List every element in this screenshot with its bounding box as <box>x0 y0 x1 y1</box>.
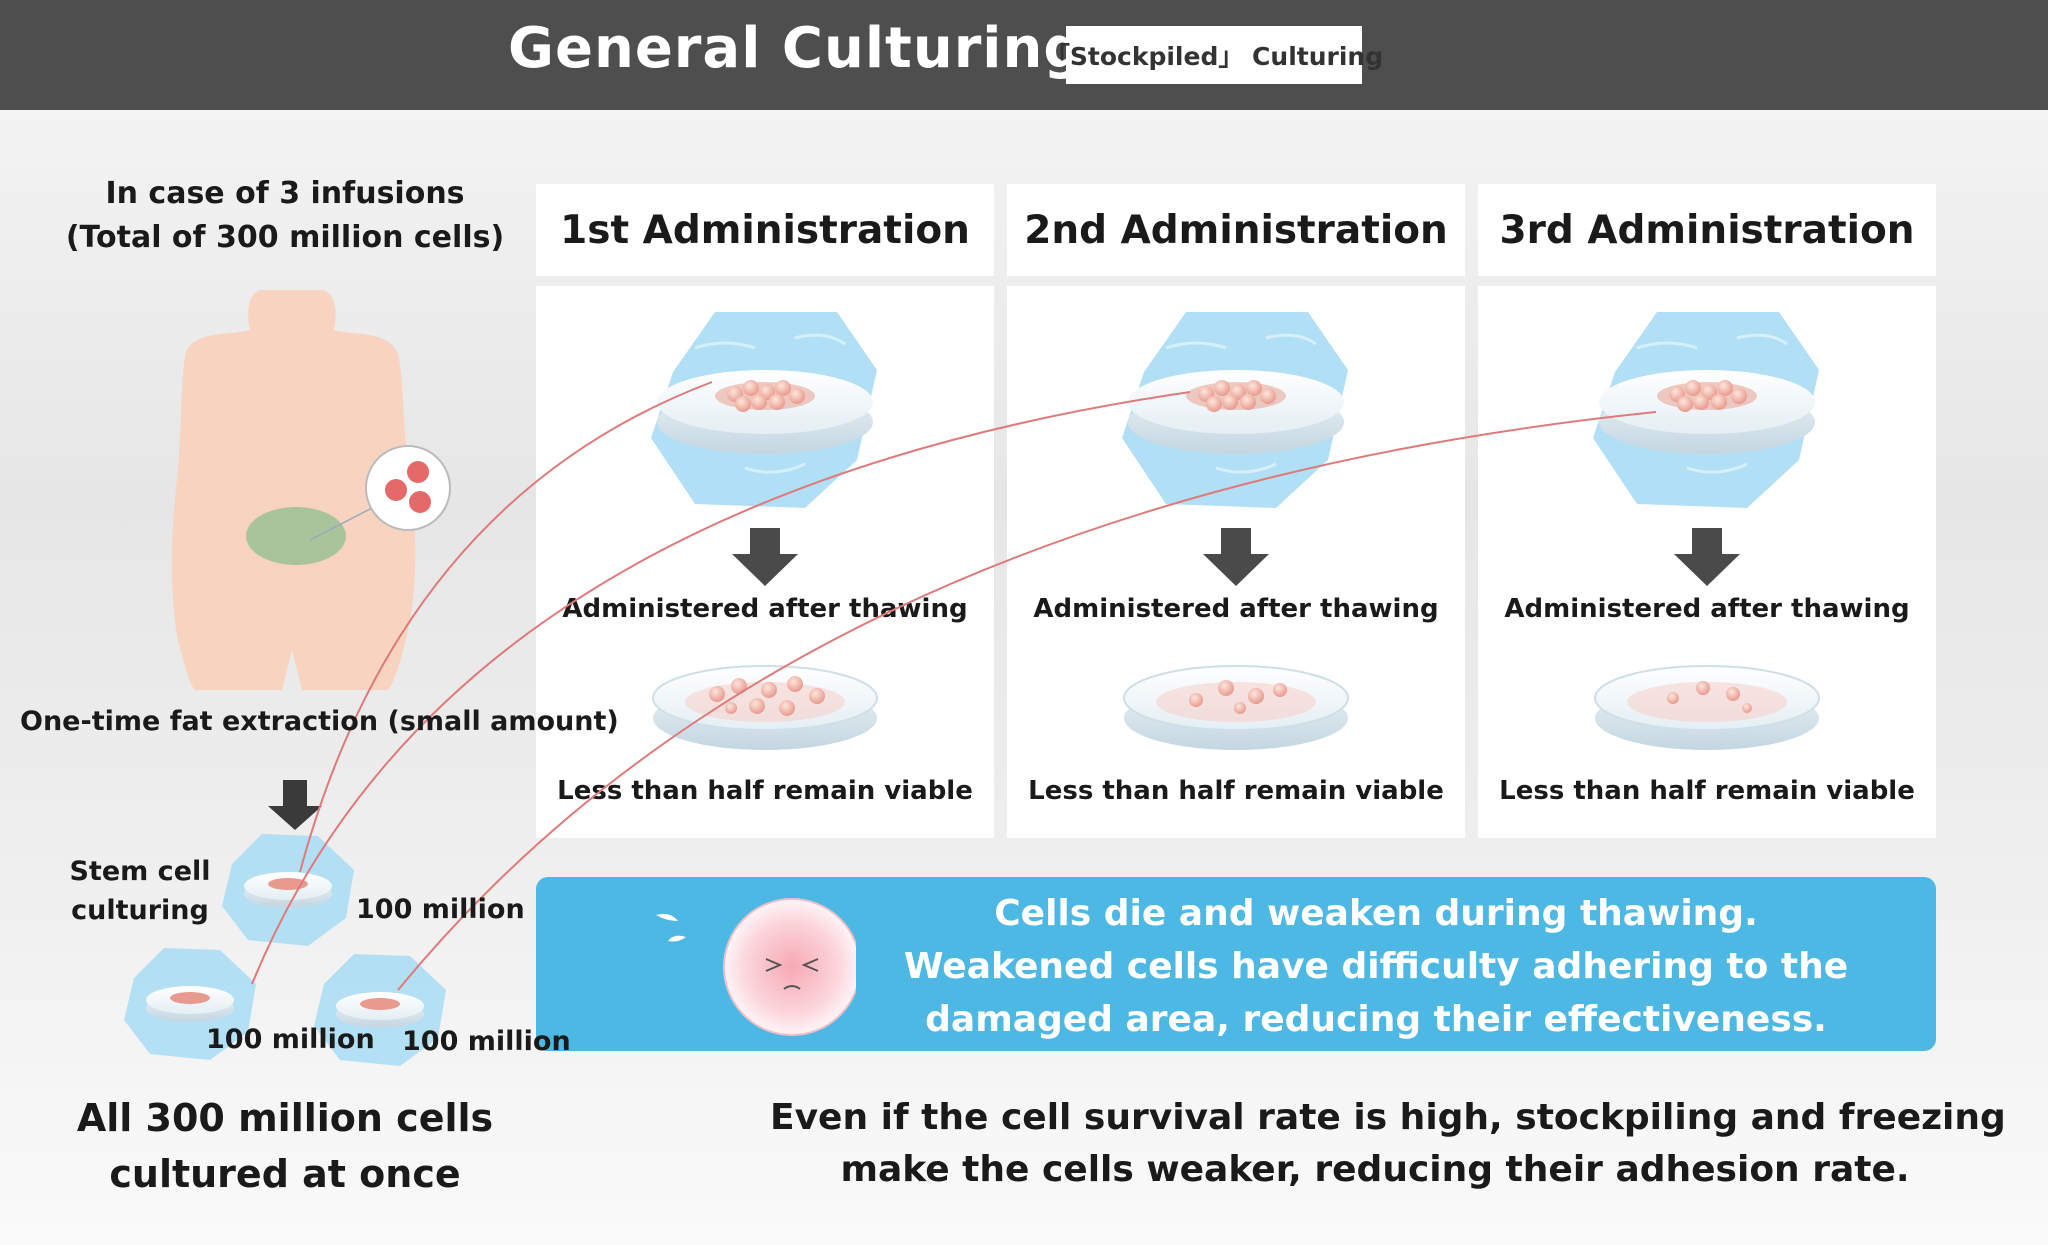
connector-line-3rd <box>397 411 1657 991</box>
thawed-dish-2nd <box>1123 665 1349 750</box>
thawed-dish-3rd <box>1594 665 1820 750</box>
batch-label-1: 100 million <box>356 894 525 925</box>
connector-line-2nd <box>251 391 1191 985</box>
arrow-down-icon <box>268 780 322 830</box>
bottom-left-caption: All 300 million cells cultured at once <box>50 1090 520 1202</box>
connector-line-1st <box>299 381 713 873</box>
extraction-label: One-time fat extraction (small amount) <box>20 706 619 737</box>
info-box: Cells die and weaken during thawing. Wea… <box>536 877 1936 1051</box>
bottom-right-line2: make the cells weaker, reducing their ad… <box>840 1149 1910 1190</box>
bottom-left-line1: All 300 million cells <box>76 1096 494 1140</box>
thaw-step-label: Administered after thawing <box>1033 594 1439 624</box>
frozen-batch-1 <box>222 834 354 946</box>
case-info: In case of 3 infusions (Total of 300 mil… <box>60 172 510 260</box>
info-line3: damaged area, reducing their effectivene… <box>925 999 1827 1040</box>
sad-cell-icon <box>656 898 856 1036</box>
bottom-right-line1: Even if the cell survival rate is high, … <box>770 1097 2006 1138</box>
column-header-1st: 1st Administration <box>536 184 994 276</box>
thaw-step-label: Administered after thawing <box>1504 594 1910 624</box>
batch-label-2: 100 million <box>206 1024 375 1055</box>
body-silhouette <box>171 290 451 690</box>
header-bar: General Culturing 「Stockpiled」 Culturing <box>0 0 2048 110</box>
column-header-3rd: 3rd Administration <box>1478 184 1936 276</box>
stem-cell-label: Stem cell culturing <box>60 852 220 930</box>
viability-result-label: Less than half remain viable <box>1028 776 1444 806</box>
frozen-dish-1st <box>651 312 877 508</box>
viability-result-label: Less than half remain viable <box>1499 776 1915 806</box>
fat-area <box>246 507 346 565</box>
header-tag: 「Stockpiled」 Culturing <box>1045 26 1383 84</box>
stem-cell-line2: culturing <box>71 895 209 926</box>
magnified-cells <box>365 445 451 531</box>
batch-label-3: 100 million <box>402 1026 571 1057</box>
thaw-step-label: Administered after thawing <box>562 594 968 624</box>
column-header-2nd: 2nd Administration <box>1007 184 1465 276</box>
bottom-left-line2: cultured at once <box>109 1152 461 1196</box>
case-info-line2: (Total of 300 million cells) <box>65 220 505 255</box>
viability-result-label: Less than half remain viable <box>557 776 973 806</box>
arrow-down-icon <box>1203 528 1269 586</box>
info-line1: Cells die and weaken during thawing. <box>994 893 1758 934</box>
frozen-batch-3 <box>314 954 446 1066</box>
info-text: Cells die and weaken during thawing. Wea… <box>856 887 1896 1046</box>
arrow-down-icon <box>1674 528 1740 586</box>
arrow-down-icon <box>732 528 798 586</box>
frozen-batch-2 <box>124 948 256 1060</box>
header-title: General Culturing <box>508 16 1085 81</box>
info-line2: Weakened cells have difficulty adhering … <box>903 946 1849 987</box>
bottom-right-caption: Even if the cell survival rate is high, … <box>770 1092 2006 1196</box>
frozen-dish-2nd <box>1122 312 1348 508</box>
case-info-line1: In case of 3 infusions <box>105 176 465 211</box>
stem-cell-line1: Stem cell <box>69 856 211 887</box>
frozen-dish-3rd <box>1593 312 1819 508</box>
